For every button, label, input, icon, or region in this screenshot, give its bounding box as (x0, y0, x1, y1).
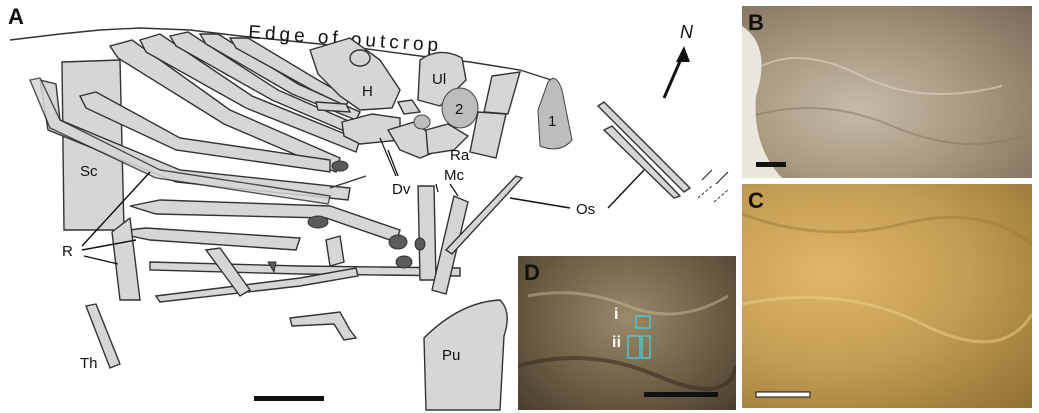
label-pu: Pu (442, 347, 460, 364)
label-os: Os (576, 201, 595, 218)
panel-letter-d: D (524, 260, 540, 286)
panel-letter-c: C (748, 188, 764, 214)
label-th: Th (80, 355, 98, 372)
label-sc: Sc (80, 163, 98, 180)
label-ul: Ul (432, 71, 446, 88)
photo-b-texture (742, 6, 1032, 178)
marker-ii: ii (612, 334, 621, 352)
label-dv: Dv (392, 181, 411, 198)
marker-i: i (614, 306, 618, 324)
label-h: H (362, 83, 373, 100)
label-2: 2 (455, 101, 463, 118)
photo-c-texture (742, 184, 1032, 408)
photo-d: D i ii (518, 256, 736, 410)
label-mc: Mc (444, 167, 464, 184)
scale-bar-a (254, 396, 324, 401)
photo-d-texture (518, 256, 736, 410)
pubis-bone (424, 300, 507, 410)
north-arrow-icon (664, 46, 690, 98)
photo-b: B (742, 6, 1032, 178)
label-r: R (62, 243, 73, 260)
label-1: 1 (548, 113, 556, 130)
north-label: N (680, 22, 694, 42)
panel-letter-b: B (748, 10, 764, 36)
label-ra: Ra (450, 147, 470, 164)
photo-c: C (742, 184, 1032, 408)
